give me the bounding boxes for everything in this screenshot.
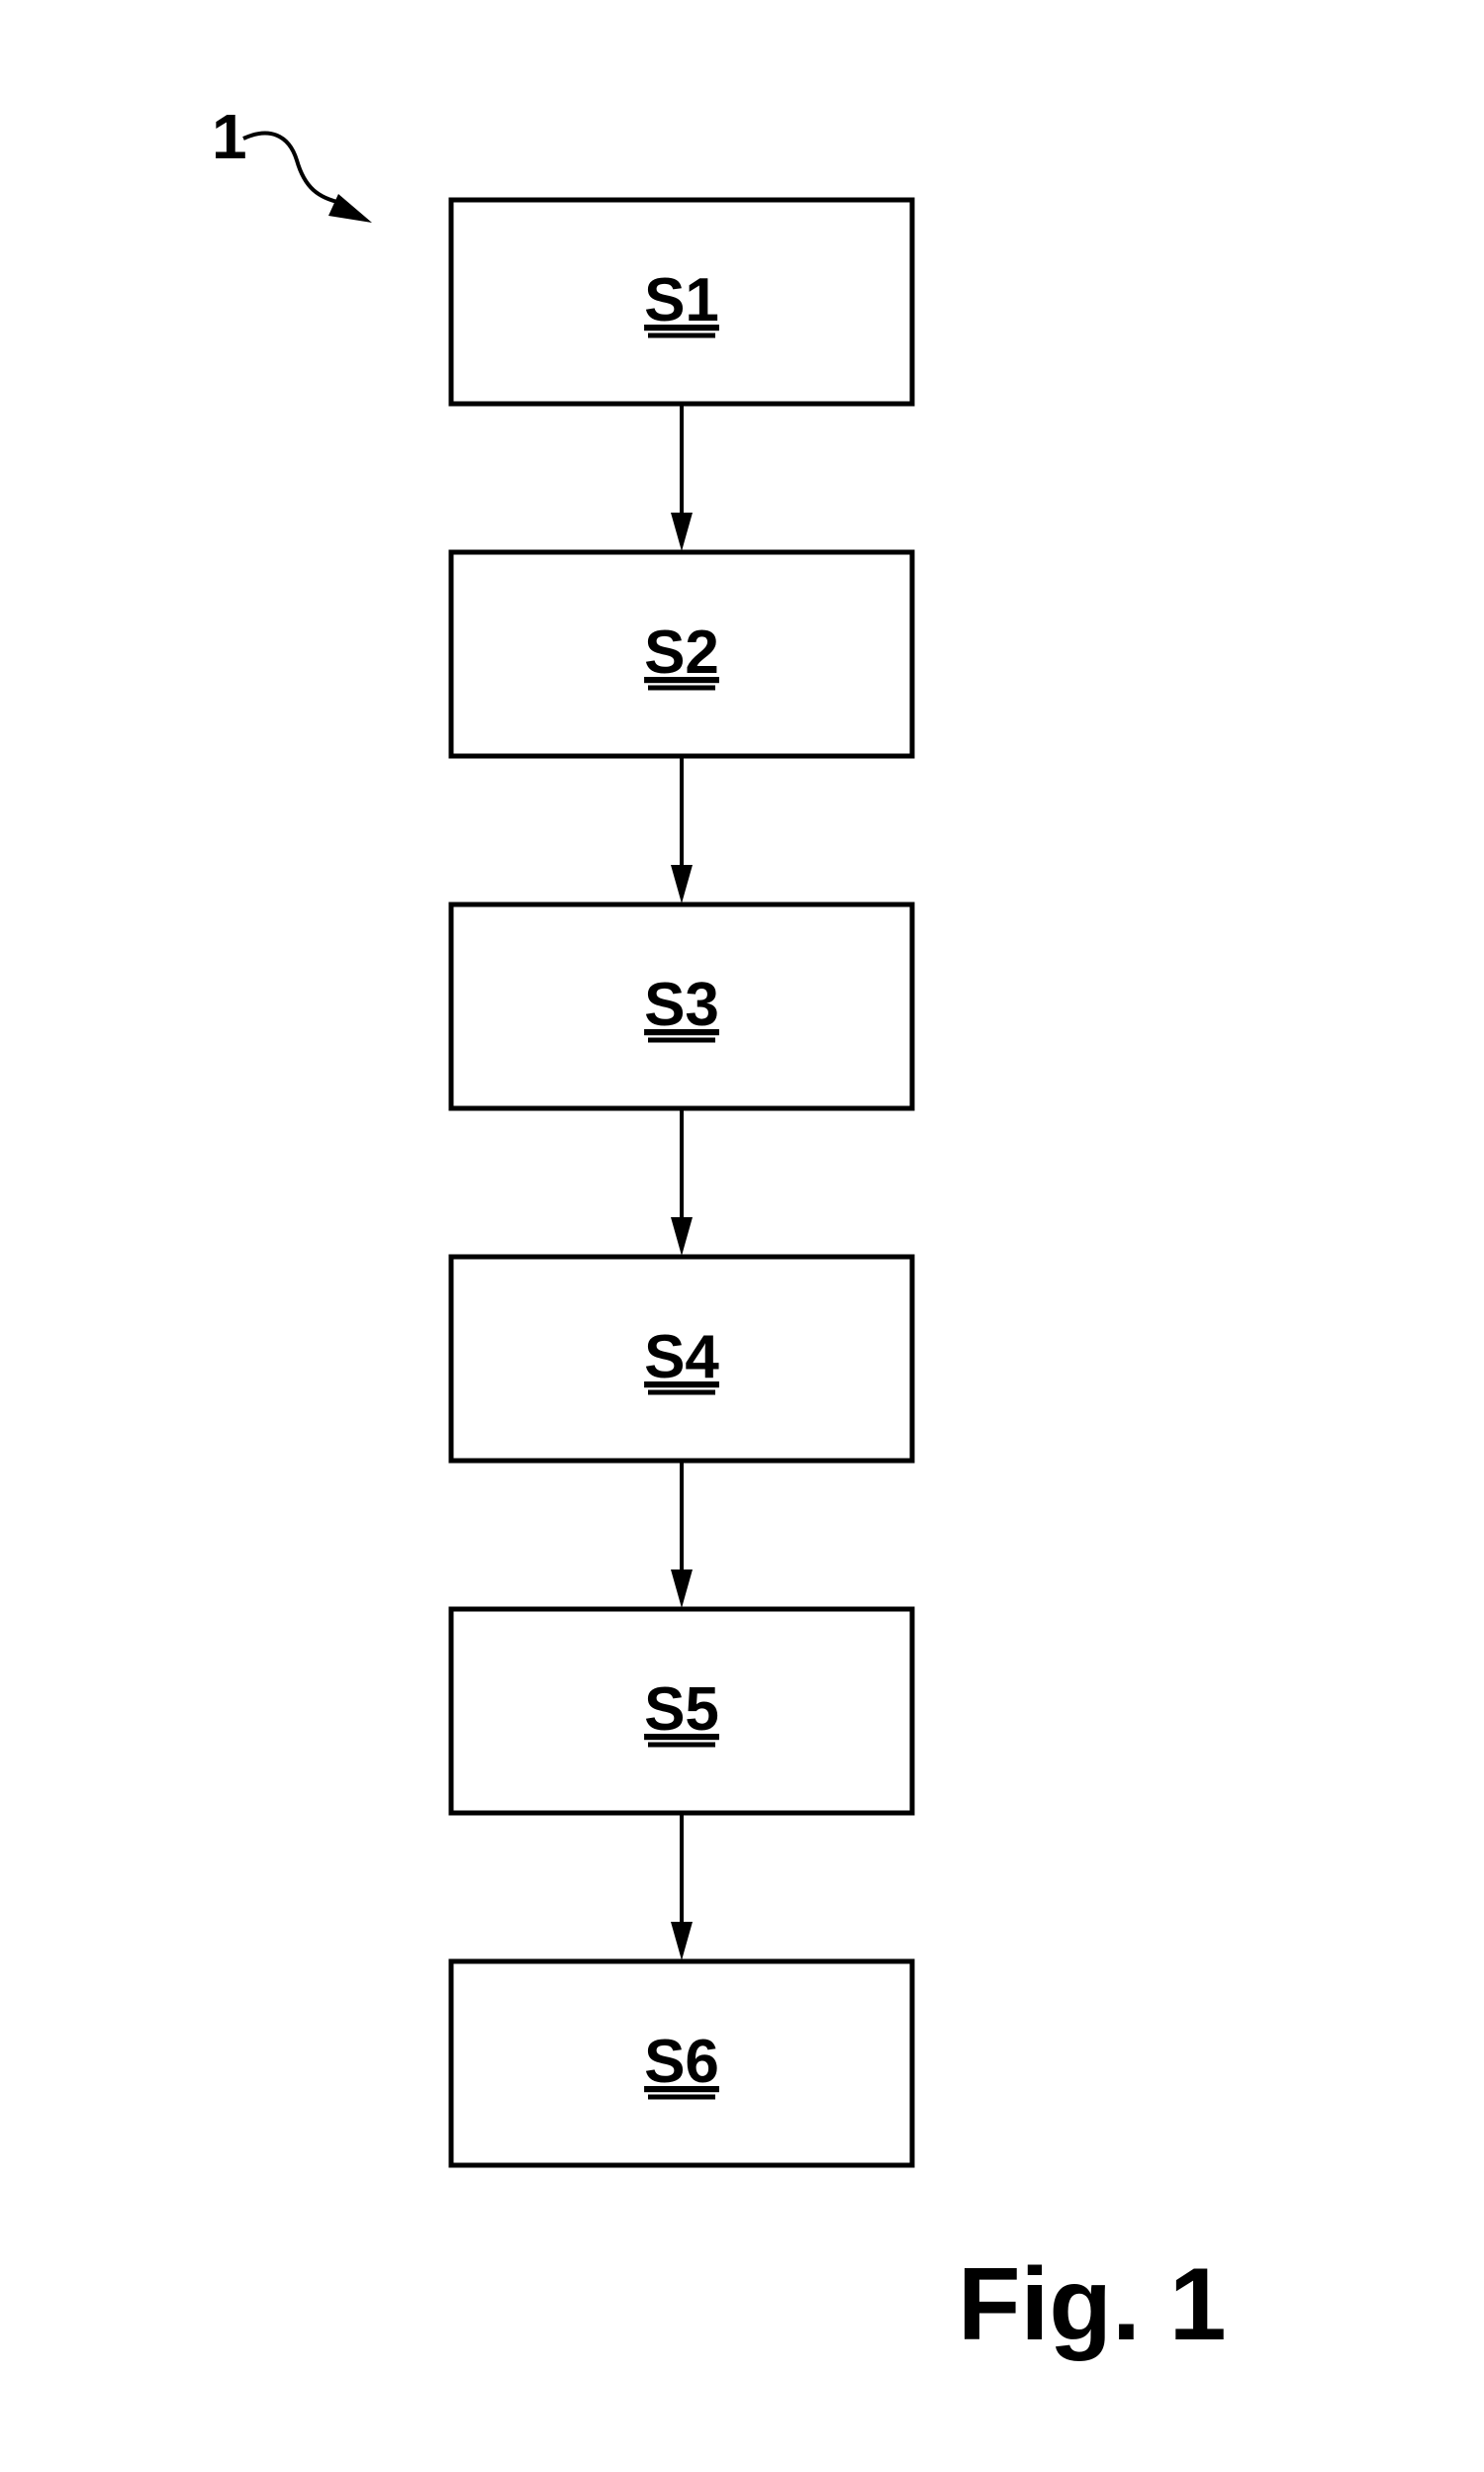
step-4: S4 — [448, 1254, 915, 1464]
reference-leader-line — [242, 131, 342, 205]
connector-arrowhead — [671, 865, 693, 903]
step-1: S1 — [448, 197, 915, 407]
step-label: S4 — [644, 1323, 719, 1391]
step-box — [448, 1958, 915, 2168]
step-5: S5 — [448, 1606, 915, 1816]
connector-arrowhead — [671, 1569, 693, 1608]
connector-arrow — [671, 1461, 693, 1608]
step-label: S5 — [644, 1675, 719, 1744]
connector-arrow — [671, 1813, 693, 1960]
step-label: S2 — [644, 618, 719, 687]
step-label: S6 — [644, 2028, 719, 2096]
connector-arrow — [671, 1108, 693, 1256]
step-box — [448, 197, 915, 407]
step-box — [448, 549, 915, 759]
reference-numeral: 1 — [212, 101, 247, 172]
reference-marker: 1 — [212, 101, 372, 223]
step-3: S3 — [448, 902, 915, 1111]
step-box — [448, 1254, 915, 1464]
connector-arrowhead — [671, 1922, 693, 1960]
connector-arrow — [671, 404, 693, 551]
reference-arrowhead — [328, 194, 372, 223]
step-label: S1 — [644, 266, 719, 334]
step-6: S6 — [448, 1958, 915, 2168]
step-box — [448, 1606, 915, 1816]
step-2: S2 — [448, 549, 915, 759]
figure-caption: Fig. 1 — [958, 2247, 1227, 2362]
connector-arrowhead — [671, 513, 693, 551]
connector-arrow — [671, 756, 693, 903]
step-box — [448, 902, 915, 1111]
step-label: S3 — [644, 971, 719, 1039]
connector-arrowhead — [671, 1217, 693, 1256]
